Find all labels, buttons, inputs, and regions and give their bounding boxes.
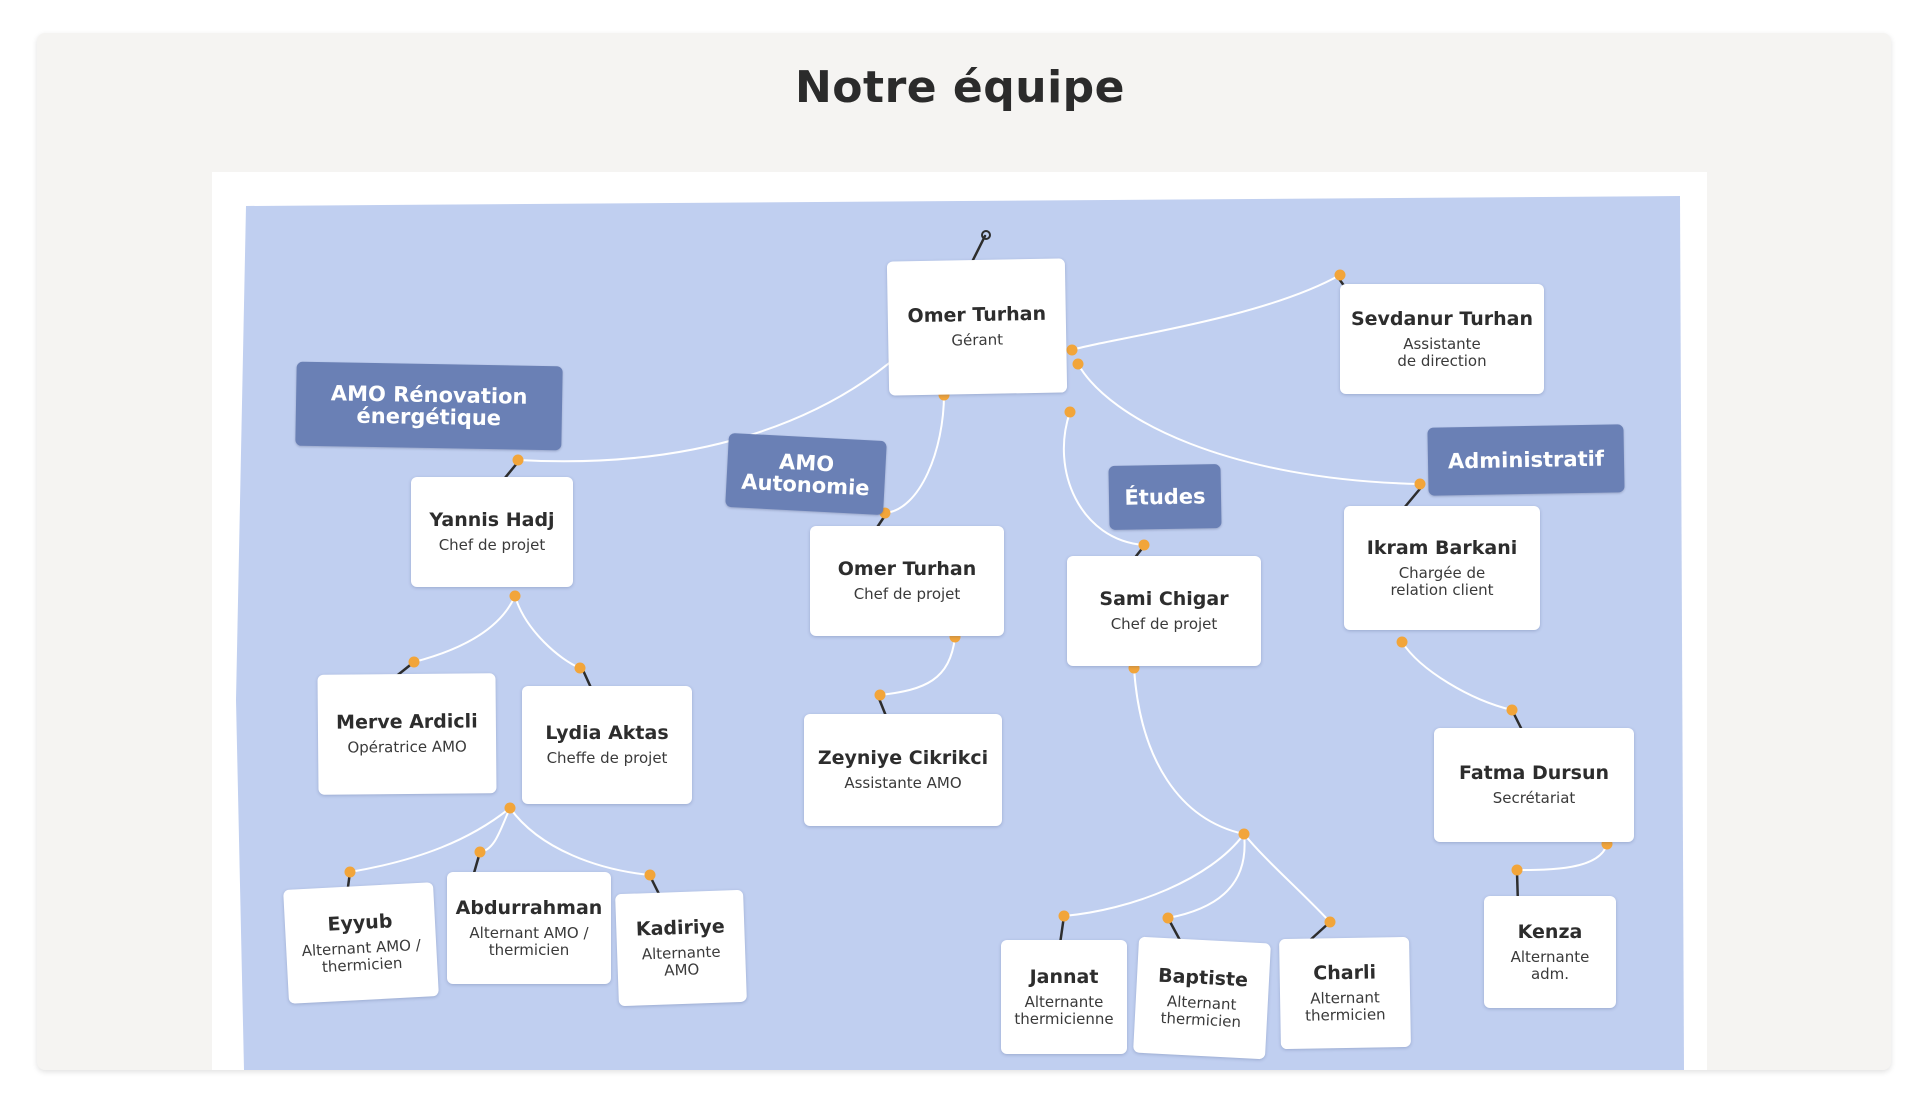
connector-line [349,807,511,873]
person-role: Cheffe de projet [546,749,668,768]
connector-line [1516,843,1608,871]
group-tag-administratif: Administratif [1427,424,1625,496]
person-role: Assistante de direction [1397,334,1487,370]
person-card-omer-turhan-chef: Omer Turhan Chef de projet [810,526,1004,636]
connector-line [509,807,651,876]
group-tag-etudes: Études [1108,464,1222,530]
connector-line [884,393,945,514]
person-role: Chef de projet [1110,615,1218,634]
pin-dot [574,662,586,674]
person-card-abdurrahman: Abdurrahman Alternant AMO / thermicien [447,872,611,984]
person-role: Alternante AMO [641,942,721,980]
connector-line [1133,667,1245,835]
person-role: Alternant thermicien [1304,988,1386,1025]
person-card-charli: Charli Alternant thermicien [1279,936,1411,1050]
pin-dot [512,454,524,466]
person-card-kadiriye: Kadiriye Alternante AMO [615,889,747,1007]
person-card-lydia-aktas: Lydia Aktas Cheffe de projet [522,686,692,804]
person-name: Ikram Barkani [1366,536,1518,559]
person-card-jannat: Jannat Alternante thermicienne [1001,940,1127,1054]
person-role: Alternant AMO / thermicien [469,923,589,959]
person-role: Secrétariat [1492,789,1576,808]
person-name: Kadiriye [635,915,726,941]
pin-dot [504,802,516,814]
person-card-kenza: Kenza Alternante adm. [1484,896,1616,1008]
person-name: Zeyniye Cikrikci [817,747,989,770]
pin-dot [474,846,486,858]
person-role: Alternante thermicienne [1014,992,1114,1028]
person-card-sami-chigar: Sami Chigar Chef de projet [1067,556,1261,666]
pin-dot [1324,916,1336,928]
pin-dot [1238,828,1250,840]
group-tag-amo-autonomie: AMO Autonomie [725,432,887,516]
connector-line [879,636,956,696]
person-card-yannis-hadj: Yannis Hadj Chef de projet [411,477,573,587]
pin-dot [1072,358,1084,370]
person-name: Sevdanur Turhan [1350,307,1534,330]
pin-dot [874,689,886,701]
pin-dot [644,869,656,881]
person-name: Eyyub [326,910,393,936]
group-tag-amo-renovation: AMO Rénovation énergétique [295,361,563,451]
pin-dot [1138,539,1150,551]
person-name: Kenza [1517,920,1583,943]
person-name: Yannis Hadj [429,509,555,532]
person-card-sevdanur-turhan: Sevdanur Turhan Assistante de direction [1340,284,1544,394]
person-role: Assistante AMO [844,774,962,793]
person-name: Abdurrahman [455,896,603,919]
person-card-eyyub: Eyyub Alternant AMO / thermicien [283,882,439,1004]
pin-dot [1511,864,1523,876]
connector-line [1401,641,1513,711]
person-role: Alternant AMO / thermicien [301,935,422,976]
connector-line [514,595,581,669]
page-title: Notre équipe [794,62,1126,113]
person-card-omer-turhan-gerant: Omer Turhan Gérant [886,258,1068,396]
pin-dot [1066,344,1078,356]
person-name: Fatma Dursun [1458,762,1610,785]
person-card-merve-ardicli: Merve Ardicli Opératrice AMO [317,673,497,795]
person-role: Alternante adm. [1510,947,1590,983]
pin-dot [1064,406,1076,418]
person-name: Omer Turhan [907,303,1047,328]
connector-line [1071,274,1341,351]
hook-ring [981,230,991,240]
pin-dot [1506,704,1518,716]
person-card-fatma-dursun: Fatma Dursun Secrétariat [1434,728,1634,842]
connector-line [413,595,516,663]
person-name: Sami Chigar [1099,588,1229,611]
connector-line [1077,363,1421,485]
person-role: Opératrice AMO [347,737,467,757]
pin-dot [408,656,420,668]
pin-needle [970,234,987,264]
pin-dot [1396,636,1408,648]
person-role: Gérant [951,330,1004,350]
connector-line [1167,833,1246,919]
person-name: Lydia Aktas [545,722,669,745]
person-role: Chargée de relation client [1390,563,1494,599]
person-name: Jannat [1029,965,1099,988]
person-name: Charli [1313,961,1377,985]
person-role: Chef de projet [853,585,961,604]
person-role: Alternant thermicien [1160,991,1242,1031]
connector-line [1063,833,1245,917]
person-card-baptiste: Baptiste Alternant thermicien [1133,936,1271,1060]
connector-line [1243,833,1331,923]
person-card-ikram-barkani: Ikram Barkani Chargée de relation client [1344,506,1540,630]
person-card-zeyniye-cikrikci: Zeyniye Cikrikci Assistante AMO [804,714,1002,826]
connector-line [1062,411,1145,546]
person-name: Omer Turhan [837,558,977,581]
pin-dot [1334,269,1346,281]
person-name: Merve Ardicli [336,710,478,735]
pin-dot [1058,910,1070,922]
pin-dot [1414,478,1426,490]
pin-dot [344,866,356,878]
pin-dot [509,590,521,602]
pin-dot [1162,912,1174,924]
person-name: Baptiste [1157,964,1249,992]
person-role: Chef de projet [438,536,546,555]
